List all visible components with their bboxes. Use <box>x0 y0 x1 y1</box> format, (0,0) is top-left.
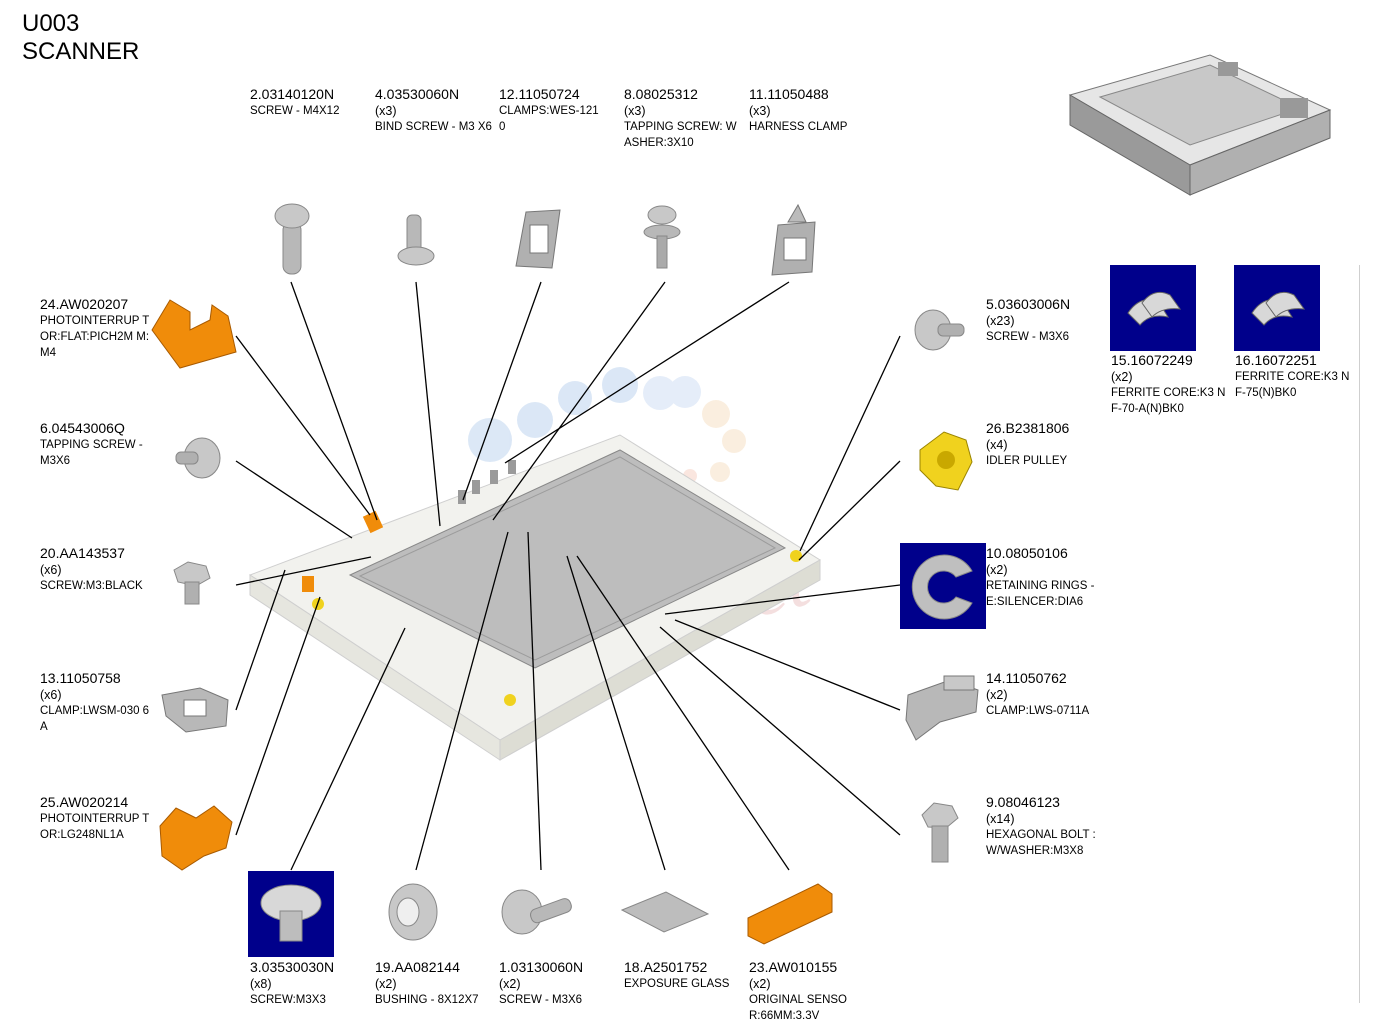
part-label-20: 20.AA143537(x6)SCREW:M3:BLACK <box>40 545 143 592</box>
part-label-13: 13.11050758(x6)CLAMP:LWSM-030 6A <box>40 670 150 733</box>
part-label-8: 8.08025312(x3)TAPPING SCREW: WASHER:3X10 <box>624 86 737 149</box>
bind-screw-icon <box>397 214 435 266</box>
scanner-overview-image <box>1068 54 1332 196</box>
part-label-5: 5.03603006N(x23)SCREW - M3X6 <box>986 296 1071 343</box>
harness-clamp-icon <box>771 203 816 276</box>
part-label-26: 26.B2381806(x4)IDLER PULLEY <box>986 420 1070 467</box>
tapping-screw-washer-icon <box>643 205 681 269</box>
ferrite-core-2-icon <box>1234 265 1320 351</box>
tapping-screw-icon <box>175 437 221 479</box>
part-label-14: 14.11050762(x2)CLAMP:LWS-0711A <box>986 670 1090 717</box>
photointerrupter-icon <box>151 299 237 369</box>
page-title: SCANNER <box>22 38 140 65</box>
part-label-10: 10.08050106(x2)RETAINING RINGS -E:SILENC… <box>986 545 1095 608</box>
screw-m4x12-icon <box>274 203 310 275</box>
ferrite-core-icon <box>1110 265 1196 351</box>
clamp-lwsm-icon <box>161 687 229 733</box>
part-label-1: 1.03130060N(x2)SCREW - M3X6 <box>499 959 584 1006</box>
screw-m3x6-icon <box>914 309 965 351</box>
section-code: U003 <box>22 10 80 37</box>
retaining-ring-icon <box>900 543 986 629</box>
part-label-11: 11.11050488(x3)HARNESS CLAMP <box>749 86 848 133</box>
screw-round-icon <box>501 889 572 935</box>
photointerrupter-2-icon <box>159 805 233 871</box>
hex-screw-icon <box>173 561 211 605</box>
separator-line <box>1359 265 1360 1003</box>
part-label-15: 15.16072249(x2)FERRITE CORE:K3 NF-70-A(N… <box>1111 352 1226 415</box>
part-label-9: 9.08046123(x14)HEXAGONAL BOLT :W/WASHER:… <box>986 794 1096 857</box>
original-sensor-icon <box>747 883 833 945</box>
part-label-4: 4.03530060N(x3)BIND SCREW - M3 X6 <box>375 86 492 133</box>
exposure-glass-icon <box>620 891 710 933</box>
idler-pulley-icon <box>919 431 973 491</box>
part-label-19: 19.AA082144(x2)BUSHING - 8X12X7 <box>375 959 479 1006</box>
screw-m3x3-icon <box>248 871 334 957</box>
clamp-icon <box>515 209 561 269</box>
part-label-23: 23.AW010155(x2)ORIGINAL SENSO R:66MM:3.3… <box>749 959 847 1022</box>
part-label-3: 3.03530030N(x8)SCREW:M3X3 <box>250 959 335 1006</box>
clamp-lws-icon <box>905 675 979 741</box>
watermark-logo <box>468 367 746 483</box>
bushing-icon <box>388 883 438 941</box>
leader-lines <box>235 281 901 871</box>
hex-bolt-icon <box>921 802 959 863</box>
scanner-frame <box>248 434 821 761</box>
